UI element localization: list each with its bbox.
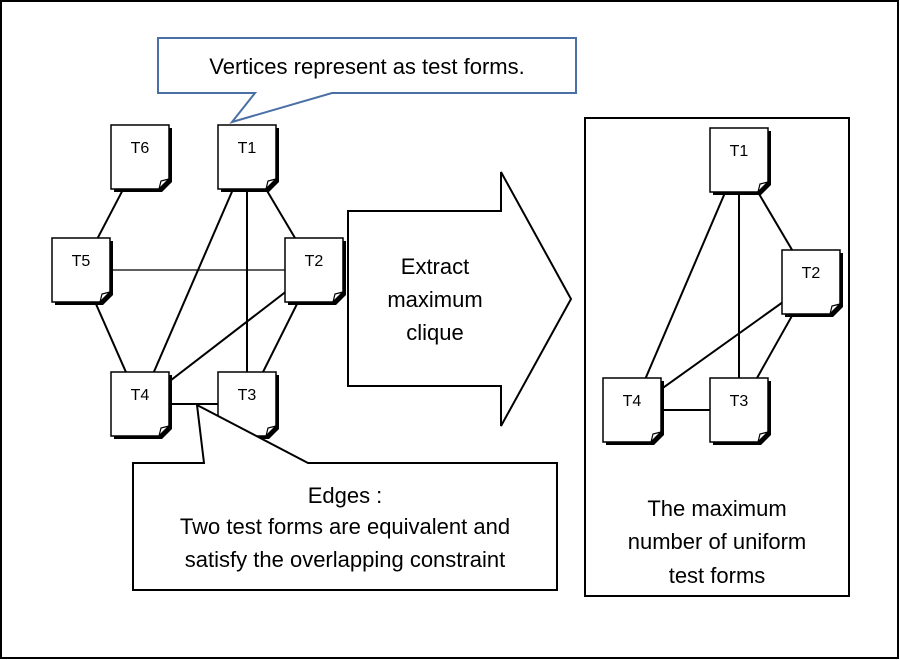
edges-callout-shape [132, 403, 558, 591]
right-node-fold [757, 181, 769, 193]
result-text-line-1: The maximum [647, 496, 786, 521]
right-node-fold [650, 431, 662, 443]
vertices-callout: Vertices represent as test forms. [157, 37, 577, 124]
right-node-label: T4 [623, 393, 642, 410]
right-node-t3: T3 [709, 377, 771, 445]
right-node-fold [829, 303, 841, 315]
extract-arrow: Extract maximum clique [347, 171, 573, 427]
left-node-label: T1 [238, 140, 257, 157]
right-node-label: T3 [730, 393, 749, 410]
left-node-t1: T1 [217, 124, 279, 192]
left-node-box [51, 237, 111, 303]
left-node-fold [265, 425, 277, 437]
right-node-t4: T4 [602, 377, 664, 445]
result-box-frame [584, 117, 850, 597]
right-node-box [709, 127, 769, 193]
vertices-callout-shape [157, 37, 577, 124]
left-node-fold [265, 178, 277, 190]
edges-callout: Edges : Two test forms are equivalent an… [132, 403, 558, 591]
right-edge-t1-t4 [631, 159, 740, 411]
left-node-label: T5 [72, 253, 91, 270]
right-node-fold [757, 431, 769, 443]
arrow-text-line-3: clique [406, 320, 463, 345]
right-node-t2: T2 [781, 249, 843, 317]
vertices-callout-text: Vertices represent as test forms. [209, 54, 524, 79]
left-node-label: T6 [131, 140, 150, 157]
left-node-fold [158, 425, 170, 437]
left-node-box [284, 237, 344, 303]
left-node-t5: T5 [51, 237, 113, 305]
result-box: The maximum number of uniform test forms [584, 117, 850, 597]
right-node-box [602, 377, 662, 443]
left-node-box [110, 124, 170, 190]
right-node-label: T1 [730, 143, 749, 160]
left-node-fold [158, 178, 170, 190]
right-node-t1: T1 [709, 127, 771, 195]
extract-arrow-shape [347, 171, 573, 427]
edges-callout-line-2: Two test forms are equivalent and [180, 514, 510, 539]
right-node-label: T2 [802, 265, 821, 282]
arrow-text-line-2: maximum [387, 287, 482, 312]
left-node-box [217, 124, 277, 190]
left-node-label: T2 [305, 253, 324, 270]
left-node-fold [332, 291, 344, 303]
left-edge-t1-t4 [139, 156, 248, 405]
result-text-line-2: number of uniform [628, 529, 807, 554]
left-node-t2: T2 [284, 237, 346, 305]
left-node-label: T4 [131, 387, 150, 404]
arrow-text-line-1: Extract [401, 254, 469, 279]
edges-callout-line-3: satisfy the overlapping constraint [185, 547, 505, 572]
left-node-t4: T4 [110, 371, 172, 439]
left-node-fold [99, 291, 111, 303]
left-node-box [110, 371, 170, 437]
left-node-t6: T6 [110, 124, 172, 192]
right-node-box [781, 249, 841, 315]
left-node-label: T3 [238, 387, 257, 404]
right-node-box [709, 377, 769, 443]
left-node-t3: T3 [217, 371, 279, 439]
edges-callout-line-1: Edges : [308, 483, 383, 508]
result-text-line-3: test forms [669, 563, 766, 588]
